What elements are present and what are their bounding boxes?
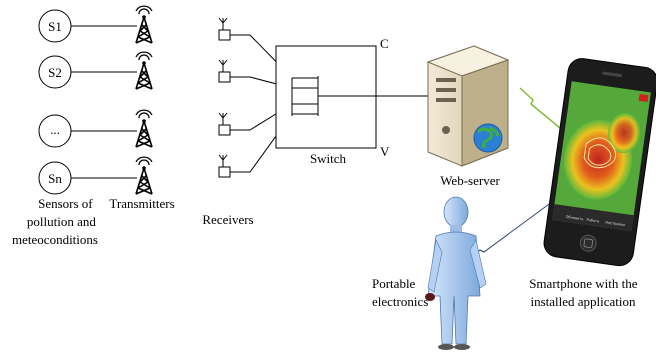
svg-text:...: ... — [50, 122, 60, 137]
sensor-s2: S2 — [38, 55, 137, 89]
smartphone-caption-line-2: installed application — [530, 294, 636, 309]
sensors-caption-line-3: meteoconditions — [12, 232, 98, 247]
sensors-caption: Sensors of pollution and meteoconditions — [12, 196, 99, 247]
portable-electronics-label: Portable electronics — [372, 276, 428, 309]
switch-port-v: V — [380, 144, 390, 159]
transmitter-icon-2 — [135, 51, 153, 90]
svg-text:S1: S1 — [48, 19, 62, 34]
sensors-caption-line-1: Sensors of — [38, 196, 93, 211]
switch-port-c: C — [380, 36, 389, 51]
switch-label: Switch — [310, 151, 347, 166]
sensor-s1: S1 — [38, 9, 137, 43]
switch — [275, 45, 377, 149]
receiver-icon-2 — [218, 59, 231, 83]
transmitter-icon-3 — [135, 109, 153, 148]
svg-text:S2: S2 — [48, 65, 62, 80]
sensor-ellipsis: ... — [38, 114, 137, 148]
transmitters-label: Transmitters — [109, 196, 174, 211]
web-server-label: Web-server — [440, 173, 500, 188]
smartphone-icon: Обновить Работа Настройки — [543, 58, 656, 267]
receiver-icon-1 — [218, 17, 231, 41]
phone-tab-refresh: Обновить — [565, 215, 583, 221]
sensor-sn: Sn — [38, 161, 137, 195]
receivers-label: Receivers — [202, 212, 253, 227]
receiver-icon-3 — [218, 112, 231, 136]
transmitter-icon-1 — [135, 5, 153, 44]
person-icon — [425, 196, 487, 350]
transmitter-icon-4 — [135, 156, 153, 195]
web-server-icon — [426, 45, 510, 167]
smartphone-caption: Smartphone with the installed applicatio… — [529, 276, 641, 309]
sensors-caption-line-2: pollution and — [27, 214, 96, 229]
portable-line-2: electronics — [372, 294, 428, 309]
portable-line-1: Portable — [372, 276, 416, 291]
phone-tab-settings: Настройки — [605, 220, 625, 227]
phone-tab-work: Работа — [586, 218, 599, 224]
smartphone-caption-line-1: Smartphone with the — [529, 276, 638, 291]
receiver-icon-4 — [218, 154, 231, 178]
server-phone-wireless-link — [519, 87, 561, 129]
svg-text:Sn: Sn — [48, 171, 62, 186]
